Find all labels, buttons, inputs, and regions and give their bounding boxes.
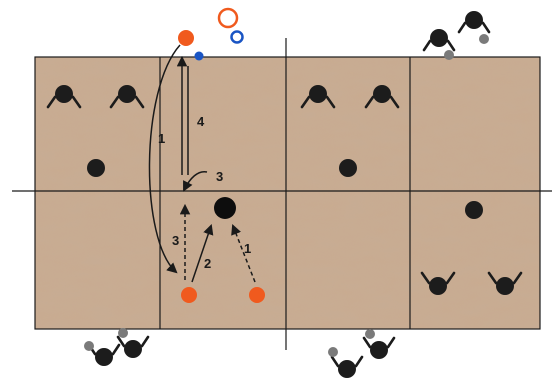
- dark-player-icon: [46, 85, 82, 109]
- step-label-2: 2: [204, 256, 211, 271]
- blue-dot-icon: [194, 51, 204, 61]
- dark-player-icon: [420, 271, 456, 295]
- ball-icon: [118, 328, 128, 338]
- orange-player-icon: [249, 287, 265, 303]
- step-label-3b: 3: [172, 233, 179, 248]
- dark-player-icon: [457, 11, 491, 34]
- arrow-1-curve: [148, 44, 181, 274]
- dark-player-icon: [339, 159, 357, 177]
- dark-player-icon: [116, 335, 150, 358]
- ball-icon: [84, 341, 94, 351]
- dark-player-icon: [87, 159, 105, 177]
- dark-players: [46, 11, 523, 378]
- movement-arrows: [148, 44, 256, 283]
- step-label-4: 4: [197, 114, 205, 129]
- court-lines: [12, 38, 552, 350]
- dark-player-icon: [362, 336, 396, 359]
- ball-icon: [365, 329, 375, 339]
- orange-player-icon: [178, 30, 194, 46]
- dark-player-icon: [465, 201, 483, 219]
- ball-icon: [444, 50, 454, 60]
- step-label-3a: 3: [216, 169, 223, 184]
- ball-icon: [479, 34, 489, 44]
- ball-icon: [328, 347, 338, 357]
- balls: [84, 34, 489, 357]
- orange-player-icon: [181, 287, 197, 303]
- arrow-2: [191, 224, 214, 283]
- step-label-1b: 1: [244, 241, 251, 256]
- orange-players: [178, 7, 265, 303]
- dark-player-icon: [214, 197, 236, 219]
- dark-player-icon: [487, 271, 523, 295]
- step-label-1a: 1: [158, 131, 165, 146]
- arrow-3-curve: [183, 170, 208, 192]
- blue-markers: [194, 30, 244, 61]
- orange-ring-marker-icon: [217, 7, 239, 29]
- arrow-1-dashed: [231, 224, 256, 283]
- plain-players: [87, 159, 483, 219]
- blue-ring-marker-icon: [230, 30, 244, 44]
- step-labels: 1 4 3 3 2 1: [158, 114, 251, 271]
- dark-player-icon: [330, 355, 364, 378]
- court: [34, 56, 541, 330]
- dark-player-icon: [109, 85, 145, 109]
- dark-player-icon: [364, 85, 400, 109]
- dark-player-icon: [422, 29, 456, 52]
- dark-player-icon: [300, 85, 336, 109]
